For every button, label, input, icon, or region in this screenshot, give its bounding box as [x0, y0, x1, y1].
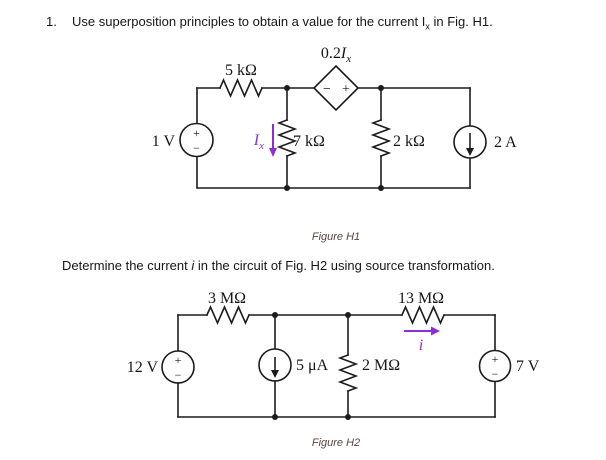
i-current-label: i [419, 337, 423, 354]
figure-h2-circuit: + − + − [127, 290, 540, 420]
wire [196, 156, 471, 189]
resistor-5k-label: 5 kΩ [225, 62, 257, 79]
voltage-source-7v-label: 7 V [516, 358, 540, 375]
minus-sign: − [193, 141, 200, 155]
voltage-source-1v [179, 122, 214, 158]
node-dot [272, 312, 278, 318]
node-dot [345, 414, 351, 420]
problem-1-sentence: Use superposition principles to obtain a… [72, 14, 426, 29]
resistor-5k-zigzag [218, 78, 264, 98]
current-arrowhead-icon [271, 370, 279, 378]
ix-label: Ix [253, 132, 264, 152]
resistor-13m-zigzag [400, 305, 446, 325]
node-dot [345, 312, 351, 318]
current-source-2a-label: 2 A [494, 134, 517, 151]
problem-2-text: Determine the current i in the circuit o… [62, 258, 495, 274]
problem-1-sentence-end: in Fig. H1. [429, 14, 493, 29]
resistor-2k-label: 2 kΩ [393, 133, 425, 150]
dependent-source-diamond [312, 64, 360, 112]
voltage-source-12v-label: 12 V [127, 359, 159, 376]
node-dot [378, 85, 384, 91]
i-current-arrowhead-icon [431, 326, 440, 336]
plus-sign: + [193, 126, 200, 140]
figure-h1-circuit: + − − + 5 kΩ 0.2Ix 1 V Ix 7 kΩ 2 kΩ 2 A [152, 45, 517, 191]
node-dot [284, 85, 290, 91]
node-dot [272, 414, 278, 420]
figure-h1-caption: Figure H1 [311, 231, 361, 243]
minus-sign: − [492, 367, 499, 381]
node-dot [284, 185, 290, 191]
voltage-source-1v-label: 1 V [152, 133, 176, 150]
plus-sign: + [492, 352, 499, 366]
current-source-5ua-label: 5 μA [296, 357, 329, 374]
node-dot [378, 185, 384, 191]
resistor-2k-zigzag [370, 118, 392, 158]
resistor-13m-label: 13 MΩ [398, 290, 444, 307]
plus-sign: + [175, 353, 182, 367]
figure-h2-caption: Figure H2 [311, 437, 361, 449]
minus-sign: − [175, 368, 182, 382]
resistor-2m-zigzag [337, 353, 359, 393]
dependent-source-label: 0.2Ix [321, 45, 351, 65]
problem-1-subscript: x [425, 21, 430, 32]
minus-sign: − [323, 82, 331, 97]
resistor-2m-label: 2 MΩ [362, 357, 400, 374]
resistor-7k-label: 7 kΩ [293, 133, 325, 150]
problem-2-sentence-end: in the circuit of Fig. H2 using source t… [194, 258, 495, 273]
resistor-3m-label: 3 MΩ [208, 290, 246, 307]
problem-2-sentence: Determine the current [62, 258, 192, 273]
problem-2-current-var: i [191, 258, 195, 273]
ix-current-arrowhead-icon [269, 148, 277, 157]
problem-1-text: 1. Use superposition principles to obtain… [46, 14, 493, 33]
problem-1-number: 1. [46, 14, 57, 29]
resistor-3m-zigzag [205, 305, 251, 325]
plus-sign: + [342, 82, 350, 97]
resistor-7k-zigzag [276, 118, 298, 158]
current-arrowhead-icon [466, 148, 474, 156]
